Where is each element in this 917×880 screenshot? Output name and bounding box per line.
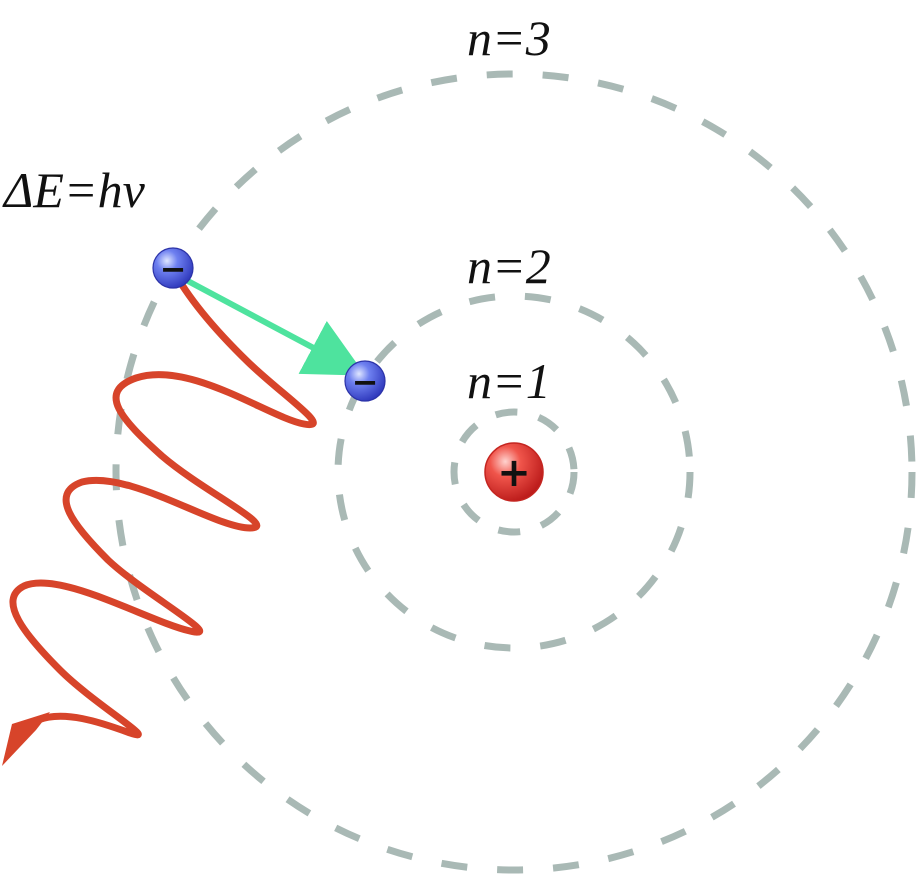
energy-equation-label: ΔE=hν (2, 162, 146, 218)
orbit-n3 (112, 70, 916, 874)
electron-initial: − (152, 247, 194, 289)
electron-final: − (344, 360, 386, 402)
electron-final-charge-symbol: − (352, 363, 379, 401)
orbit-label-n3: n=3 (467, 10, 551, 66)
photon-arrowhead (2, 712, 50, 766)
orbit-n2 (334, 292, 694, 652)
photon-wave (9, 264, 317, 739)
orbit-label-n2: n=2 (467, 238, 551, 294)
transition-arrow (183, 277, 366, 376)
nucleus: + (484, 442, 544, 502)
orbit-n1 (450, 408, 578, 536)
orbit-label-n1: n=1 (467, 353, 551, 409)
nucleus-charge-symbol: + (497, 450, 531, 496)
electron-initial-charge-symbol: − (160, 250, 187, 288)
